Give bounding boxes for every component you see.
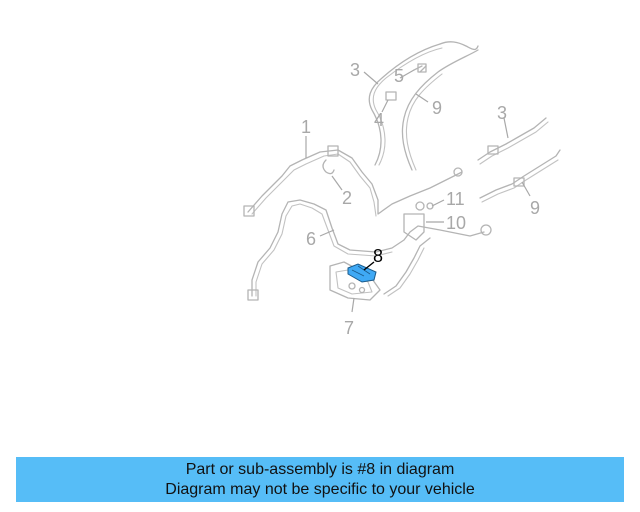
part-8-highlighted: [347, 263, 377, 283]
callout-3-upper: 3: [350, 60, 360, 80]
caption-banner: Part or sub-assembly is #8 in diagram Di…: [16, 457, 624, 502]
callout-labels: 1 2 3 4 5 9 3 9 11 10 6 7 8: [301, 60, 540, 338]
callout-1: 1: [301, 117, 311, 137]
caption-line-1: Part or sub-assembly is #8 in diagram: [185, 461, 455, 478]
callout-2: 2: [342, 188, 352, 208]
hose-1: [243, 145, 463, 217]
callout-8: 8: [373, 246, 383, 266]
caption-line-2: Diagram may not be specific to your vehi…: [165, 481, 475, 498]
callout-10: 10: [446, 213, 466, 233]
hose-lower: [383, 237, 431, 297]
callout-9-right: 9: [530, 198, 540, 218]
callout-5: 5: [394, 66, 404, 86]
hose-group-right: [477, 117, 561, 203]
hose-group-upper: [368, 41, 479, 171]
callout-7: 7: [344, 318, 354, 338]
parts-diagram: 1 2 3 4 5 9 3 9 11 10 6 7 8: [243, 41, 561, 338]
callout-4: 4: [374, 110, 384, 130]
callout-9-upper: 9: [432, 98, 442, 118]
bracket-10: [403, 201, 434, 241]
clip-2: [322, 159, 335, 175]
hose-6: [247, 199, 492, 301]
callout-6: 6: [306, 229, 316, 249]
leader-lines: [305, 69, 531, 313]
callout-11: 11: [446, 189, 465, 209]
callout-3-right: 3: [497, 103, 507, 123]
